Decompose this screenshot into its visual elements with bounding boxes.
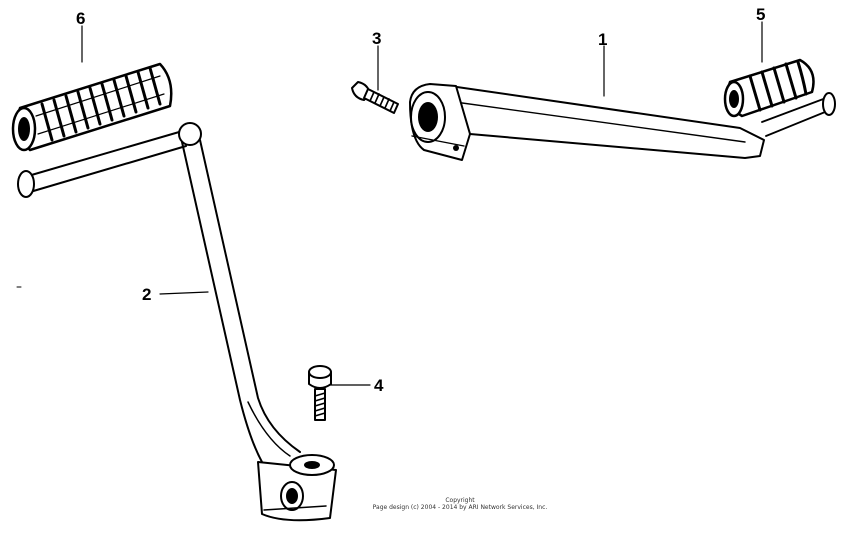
leader-lines — [81, 21, 763, 386]
callout-3: 3 — [372, 29, 381, 48]
kick-pedal-rubber-grip[interactable] — [11, 62, 173, 152]
leader-line-2 — [159, 291, 209, 295]
arm-clamp-bolt[interactable] — [308, 365, 332, 421]
callout-2: 2 — [142, 285, 151, 304]
copyright-notice: Copyright Page design (c) 2004 - 2014 by… — [330, 497, 590, 511]
callout-6: 6 — [76, 9, 85, 28]
copyright-line-2: Page design (c) 2004 - 2014 by ARI Netwo… — [372, 504, 548, 511]
callout-1: 1 — [598, 30, 607, 49]
lever-pedal-rubber[interactable] — [723, 58, 836, 137]
lever-clamp-bolt[interactable] — [351, 81, 399, 114]
kick-starter-arm[interactable] — [17, 122, 337, 522]
callout-5: 5 — [756, 5, 765, 24]
callout-4: 4 — [374, 376, 384, 395]
kick-lever[interactable] — [409, 83, 765, 161]
copyright-line-1: Copyright — [445, 497, 475, 504]
